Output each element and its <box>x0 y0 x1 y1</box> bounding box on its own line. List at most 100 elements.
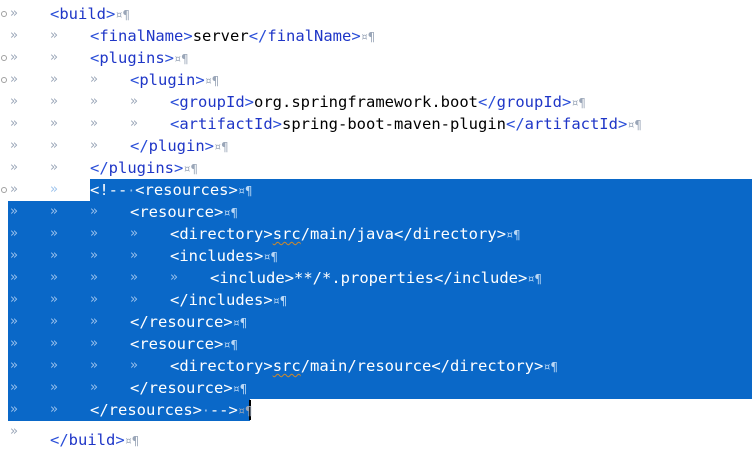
tab-marker: » <box>10 94 18 109</box>
line-end-marker: ¤¶ <box>232 382 248 396</box>
tab-marker: » <box>10 182 18 197</box>
code-text: <includes>¤¶ <box>170 247 278 265</box>
code-line[interactable]: » » <!--·<resources>¤¶ <box>0 179 752 201</box>
selection-highlight <box>8 201 752 399</box>
code-line[interactable]: »»</plugins>¤¶ <box>0 157 752 179</box>
tab-marker: » <box>50 138 58 153</box>
code-line[interactable]: »»»<resource>¤¶ <box>0 201 752 223</box>
code-line[interactable]: »»»»<artifactId>spring-boot-maven-plugin… <box>0 113 752 135</box>
code-text: <groupId>org.springframework.boot</group… <box>170 93 586 111</box>
tab-marker: » <box>90 270 98 285</box>
tab-marker: » <box>50 270 58 285</box>
tab-marker: » <box>50 336 58 351</box>
code-line[interactable]: »»»»<directory>src/main/resource</direct… <box>0 355 752 377</box>
code-line[interactable]: »<build>¤¶ <box>0 3 752 25</box>
tab-marker: » <box>90 72 98 87</box>
tab-marker: » <box>90 204 98 219</box>
fold-toggle-icon[interactable] <box>1 11 7 17</box>
line-end-marker: ¤¶ <box>115 8 130 22</box>
code-line[interactable]: »»»<resource>¤¶ <box>0 333 752 355</box>
code-line[interactable]: »»<finalName>server</finalName>¤¶ <box>0 25 752 47</box>
tab-marker: » <box>10 160 18 175</box>
tab-marker: » <box>90 336 98 351</box>
tab-marker: » <box>170 270 178 285</box>
fold-toggle-icon[interactable] <box>1 77 7 83</box>
tab-marker: » <box>50 28 58 43</box>
tab-marker: » <box>10 6 18 21</box>
code-text: <resource>¤¶ <box>130 203 238 221</box>
tab-marker: » <box>90 116 98 131</box>
line-end-marker: ¤¶ <box>223 206 238 220</box>
tab-marker: » <box>50 94 58 109</box>
code-line[interactable]: »»</resources>·-->¤¶ <box>0 399 752 421</box>
code-text: </resource>¤¶ <box>130 379 248 397</box>
tab-marker: » <box>50 402 58 417</box>
code-text: </plugin>¤¶ <box>130 137 229 155</box>
tab-marker: » <box>90 248 98 263</box>
line-end-marker: ¤¶ <box>237 184 253 198</box>
line-end-marker: ¤¶ <box>571 96 586 110</box>
code-text: <artifactId>spring-boot-maven-plugin</ar… <box>170 115 642 133</box>
tab-marker: » <box>50 50 58 65</box>
fold-gutter <box>0 0 8 429</box>
code-text: <resource>¤¶ <box>130 335 238 353</box>
code-line[interactable]: »»»»<includes>¤¶ <box>0 245 752 267</box>
code-line[interactable]: »»»</plugin>¤¶ <box>0 135 752 157</box>
code-line[interactable]: »»»</resource>¤¶ <box>0 377 752 399</box>
line-end-marker: ¤¶ <box>232 316 248 330</box>
text-caret <box>249 400 251 420</box>
selection-highlight <box>90 179 752 201</box>
line-end-marker: ¤¶ <box>204 74 220 88</box>
tab-marker: » <box>90 292 98 307</box>
code-line[interactable]: »»»»</includes>¤¶ <box>0 289 752 311</box>
tab-marker: » <box>130 94 138 109</box>
tab-marker: » <box>50 380 58 395</box>
tab-marker: » <box>10 50 18 65</box>
fold-toggle-icon[interactable] <box>1 187 7 193</box>
code-text: <include>**/*.properties</include>¤¶ <box>210 269 542 287</box>
tab-marker: » <box>90 138 98 153</box>
tab-marker: » <box>10 72 18 87</box>
selection-highlight <box>8 399 250 421</box>
tab-marker: » <box>130 270 138 285</box>
tab-marker: » <box>130 292 138 307</box>
tab-marker: » <box>50 72 58 87</box>
tab-marker: » <box>10 116 18 131</box>
code-line[interactable]: »»»»<directory>src/main/java</directory>… <box>0 223 752 245</box>
tab-marker: » <box>10 292 18 307</box>
line-end-marker: ¤¶ <box>272 294 288 308</box>
line-end-marker: ¤¶ <box>263 250 278 264</box>
line-end-marker: ¤¶ <box>506 228 521 242</box>
code-line[interactable]: » » » » <groupId>org.springframework.boot</g… <box>0 91 752 113</box>
fold-toggle-icon[interactable] <box>1 55 7 61</box>
code-line[interactable]: »»»<plugin>¤¶ <box>0 69 752 91</box>
code-text: </build>¤¶ <box>50 431 140 449</box>
code-text: <!--·<resources>¤¶ <box>90 181 253 199</box>
tab-marker: » <box>50 182 58 197</box>
tab-marker: » <box>90 226 98 241</box>
tab-marker: » <box>90 380 98 395</box>
tab-marker: » <box>90 314 98 329</box>
line-end-marker: ¤¶ <box>124 434 140 448</box>
tab-marker: » <box>50 226 58 241</box>
code-line[interactable]: »</build>¤¶ <box>0 421 752 449</box>
line-end-marker: ¤¶ <box>627 118 642 132</box>
line-end-marker: ¤¶ <box>237 404 253 418</box>
code-text: <plugins>¤¶ <box>90 49 189 67</box>
tab-marker: » <box>50 160 58 175</box>
tab-marker: » <box>90 94 98 109</box>
tab-marker: » <box>90 358 98 373</box>
line-end-marker: ¤¶ <box>214 140 229 154</box>
tab-marker: » <box>50 248 58 263</box>
tab-marker: » <box>10 204 18 219</box>
line-end-marker: ¤¶ <box>543 360 558 374</box>
tab-marker: » <box>10 402 18 417</box>
code-line[interactable]: »»»»»<include>**/*.properties</include>¤… <box>0 267 752 289</box>
tab-marker: » <box>130 248 138 263</box>
code-line[interactable]: »»»</resource>¤¶ <box>0 311 752 333</box>
line-end-marker: ¤¶ <box>223 338 238 352</box>
tab-marker: » <box>50 116 58 131</box>
code-text: <directory>src/main/resource</directory>… <box>170 357 558 375</box>
code-line[interactable]: » » <plugins>¤¶ <box>0 47 752 69</box>
